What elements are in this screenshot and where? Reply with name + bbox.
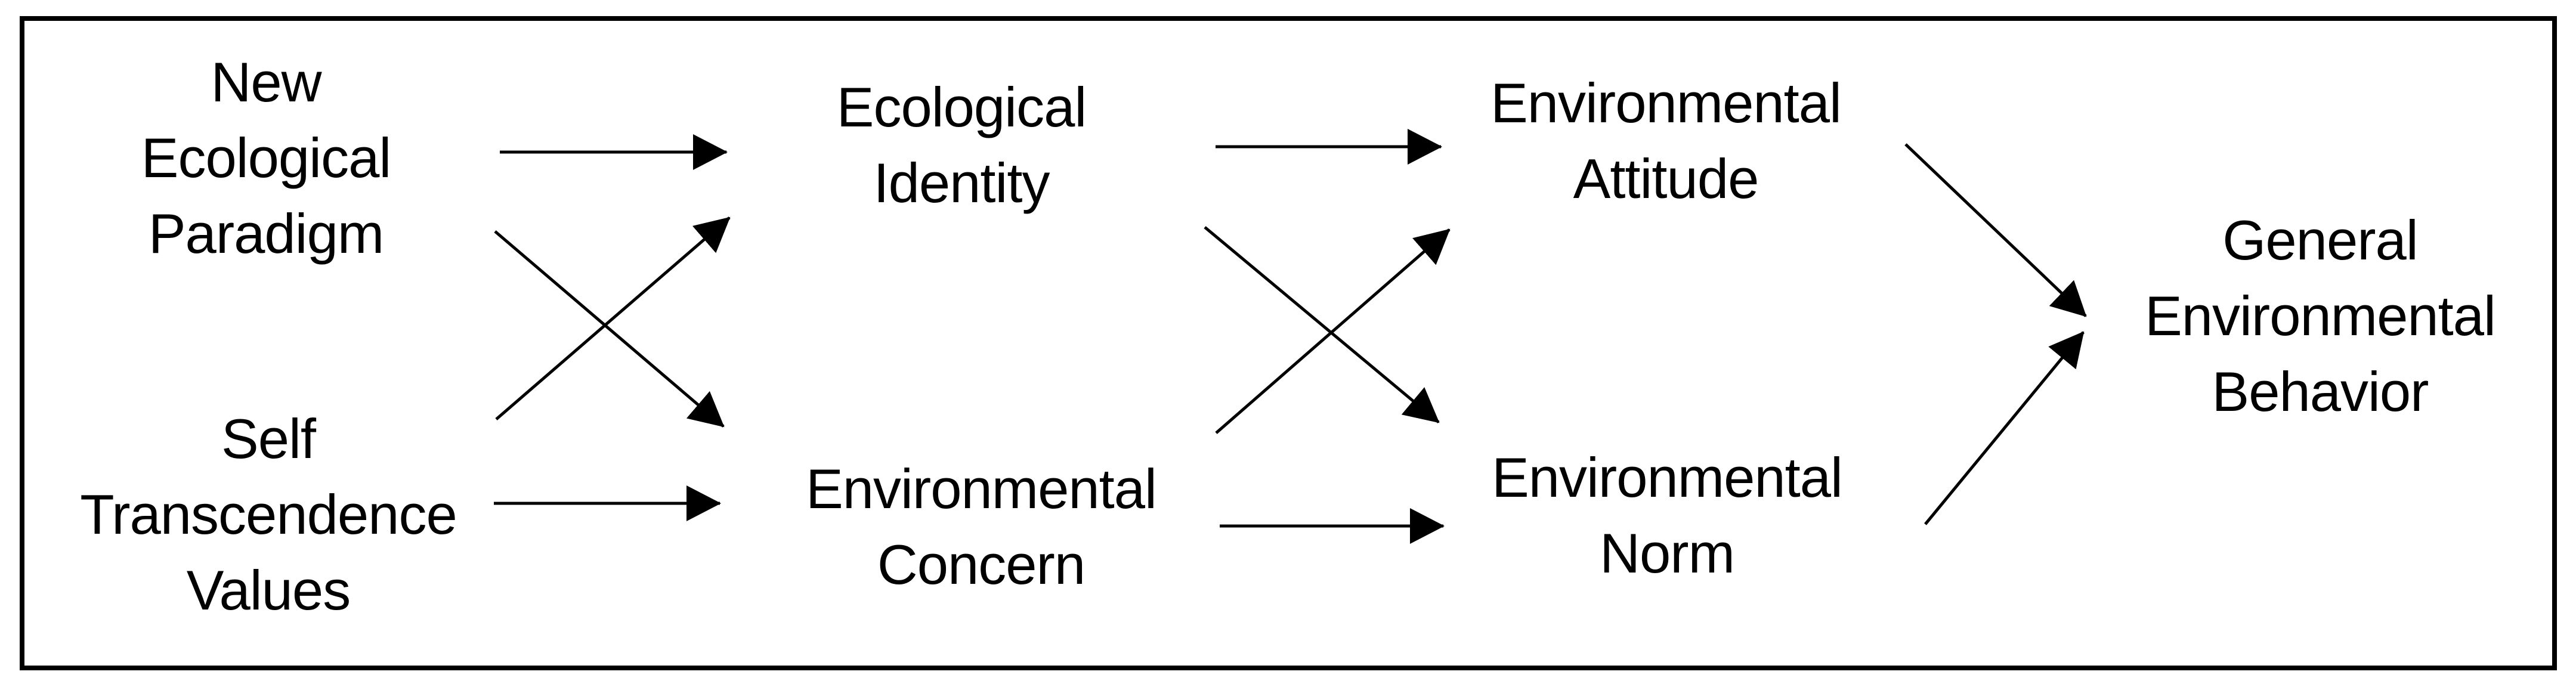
diagram-border-frame [20, 16, 2557, 670]
arrow-ei-to-en [1204, 226, 1440, 423]
node-environmental-concern: Environmental Concern [806, 457, 1157, 596]
arrow-ea-to-geb [1904, 143, 2087, 317]
node-environmental-attitude: Environmental Attitude [1490, 72, 1842, 210]
arrow-en-to-geb [1924, 331, 2085, 525]
node-new-ecological-paradigm: New Ecological Paradigm [141, 51, 391, 265]
node-general-environmental-behavior: General Environmental Behavior [2145, 209, 2496, 423]
arrow-nep-to-ec [494, 230, 725, 428]
node-ecological-identity: Ecological Identity [836, 76, 1087, 214]
arrow-stv-to-ei [495, 216, 731, 420]
arrow-ec-to-ea [1215, 228, 1451, 434]
node-environmental-norm: Environmental Norm [1492, 446, 1843, 584]
node-self-transcendence-values: Self Transcendence Values [80, 407, 457, 621]
